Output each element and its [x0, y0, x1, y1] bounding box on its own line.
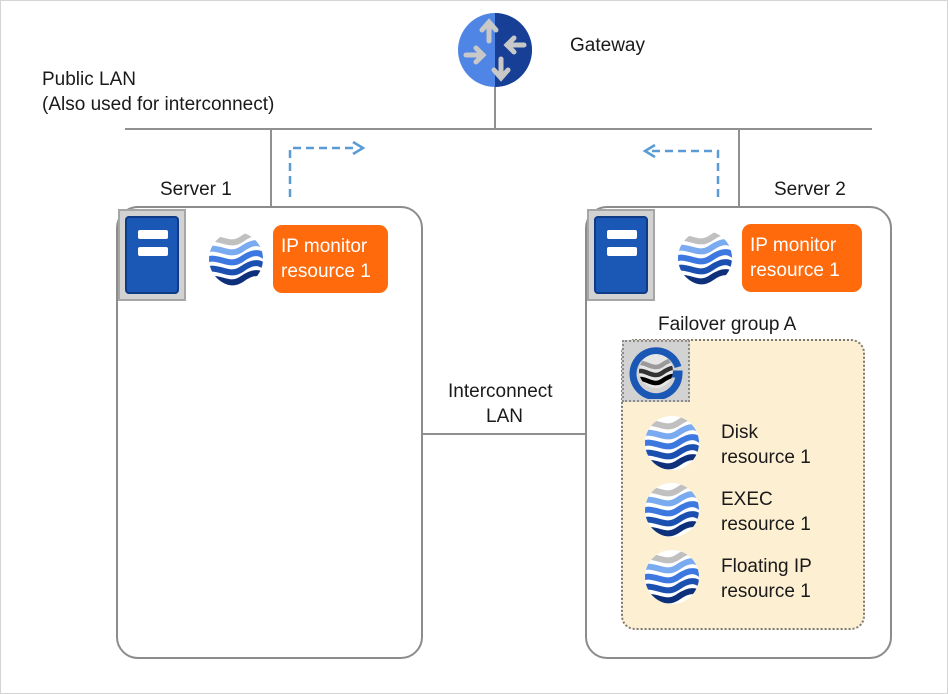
server1-label: Server 1: [160, 179, 232, 200]
server2-lan-link: [738, 130, 740, 208]
floating-ip-resource-line2: resource 1: [721, 581, 811, 602]
server1-monitor-line1: IP monitor: [281, 236, 368, 257]
exec-resource-line1: EXEC: [721, 489, 773, 510]
public-lan-sublabel: (Also used for interconnect): [42, 94, 275, 115]
exec-resource-line2: resource 1: [721, 514, 811, 535]
gateway-label: Gateway: [570, 35, 645, 56]
server2-monitor-line1: IP monitor: [750, 235, 837, 256]
server1-ip-monitor-resource: IP monitor resource 1: [273, 225, 388, 293]
floating-ip-resource-line1: Floating IP: [721, 556, 812, 577]
server1-server-icon: [118, 209, 186, 301]
server2-monitor-resource-icon: [678, 231, 732, 285]
group-icon: [629, 347, 683, 399]
interconnect-sublabel: LAN: [486, 406, 523, 427]
server1-heartbeat-arrow: [288, 146, 358, 197]
server1-monitor-line2: resource 1: [281, 261, 371, 282]
server2-ip-monitor-resource: IP monitor resource 1: [742, 224, 862, 292]
interconnect-lan-line: [421, 433, 587, 435]
server2-server-icon: [587, 209, 655, 301]
disk-resource-line1: Disk: [721, 422, 758, 443]
server1-lan-link: [270, 130, 272, 208]
exec-resource-icon: [645, 483, 699, 537]
floating-ip-resource-icon: [645, 550, 699, 604]
disk-resource-line2: resource 1: [721, 447, 811, 468]
public-lan-line: [125, 128, 872, 130]
server2-monitor-line2: resource 1: [750, 260, 840, 281]
public-lan-label: Public LAN: [42, 69, 136, 90]
server2-label: Server 2: [774, 179, 846, 200]
gateway-uplink: [494, 86, 496, 130]
router-icon: [458, 13, 532, 87]
server2-heartbeat-arrow: [651, 149, 720, 197]
failover-group-label: Failover group A: [658, 314, 797, 335]
interconnect-label: Interconnect: [448, 381, 553, 402]
disk-resource-icon: [645, 416, 699, 470]
server1-monitor-resource-icon: [209, 232, 263, 286]
